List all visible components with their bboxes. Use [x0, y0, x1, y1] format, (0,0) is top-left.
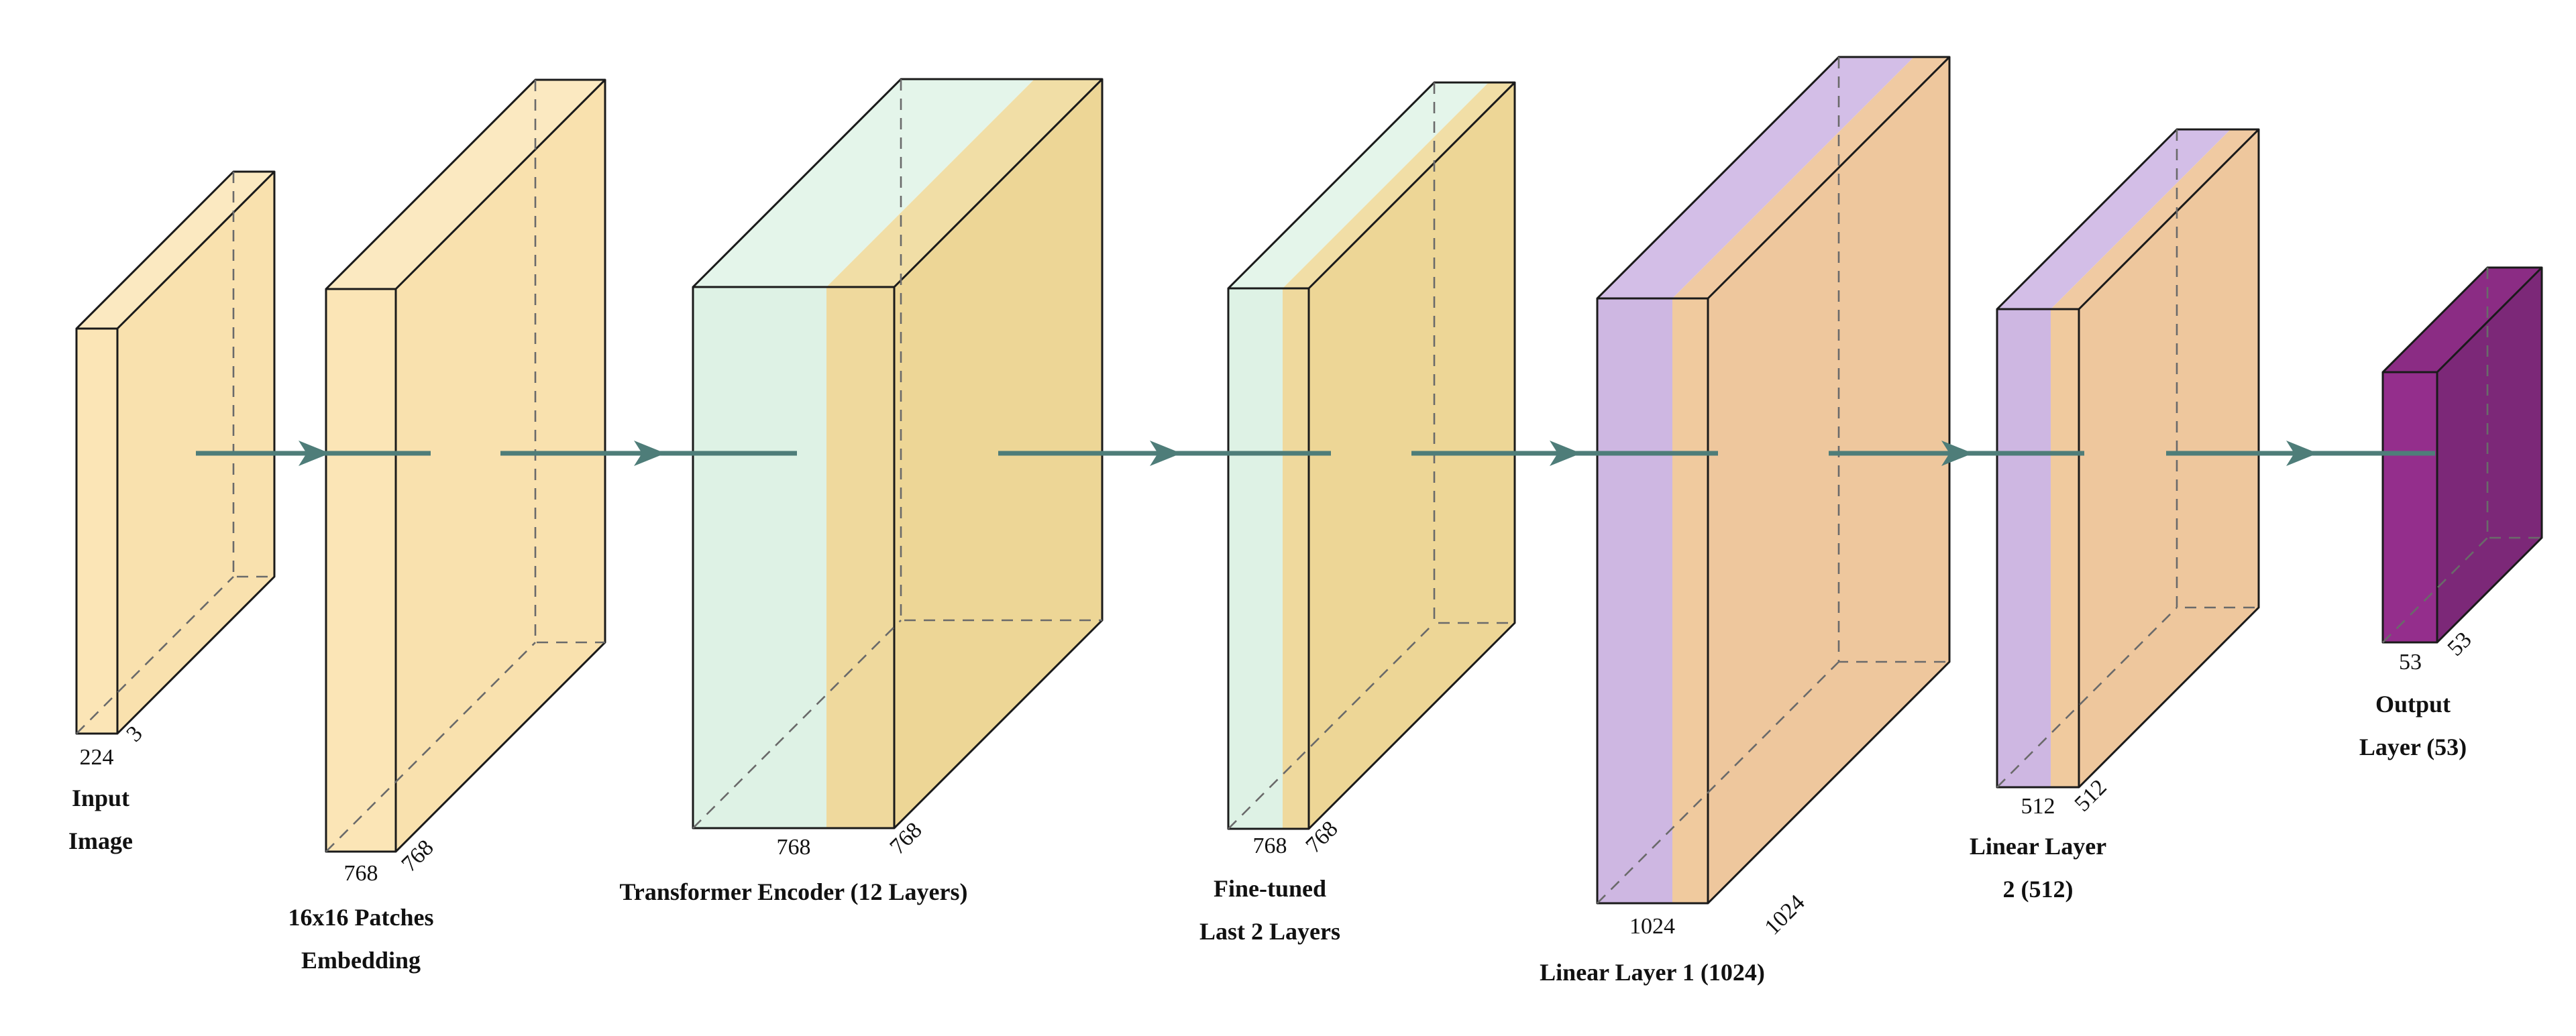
connection-3 — [1411, 441, 1718, 466]
width-dimension-label: 768 — [1253, 833, 1287, 858]
hidden-edge — [1996, 129, 2259, 788]
hidden-edge — [1597, 57, 1949, 904]
hidden-edge — [2382, 268, 2542, 643]
depth-dimension-label: 3 — [121, 721, 147, 746]
layer-top-face — [76, 172, 274, 329]
connection-2 — [998, 441, 1331, 466]
hidden-edge — [325, 80, 605, 852]
layer-front-face — [326, 289, 396, 852]
layer-outline — [1996, 128, 2260, 789]
layer-side-face — [2079, 129, 2259, 787]
layer-top-face — [826, 79, 1102, 287]
width-dimension-label: 53 — [2399, 650, 2422, 675]
layer-caption-line: Last 2 Layers — [1199, 918, 1340, 945]
flow-arrow-head — [634, 441, 665, 466]
layer-outline — [1227, 81, 1516, 830]
hidden-edge — [76, 172, 274, 734]
layer-top-face — [1228, 82, 1489, 288]
layer-caption-line: Transformer Encoder (12 Layers) — [620, 878, 968, 905]
layer-top-face — [1672, 57, 1949, 298]
layer-top-face — [693, 79, 1034, 287]
layer-caption-line: Layer (53) — [2359, 734, 2467, 760]
layer-front-face — [2383, 372, 2437, 642]
width-dimension-label: 512 — [2021, 794, 2055, 819]
width-dimension-label: 1024 — [1629, 914, 1675, 939]
layer-front-face — [76, 329, 117, 734]
connection-0 — [196, 441, 431, 466]
layer-front-face — [1283, 288, 1309, 829]
layer-front-face — [826, 287, 894, 828]
flow-arrow-head — [1941, 441, 1973, 466]
layer-top-face — [326, 80, 605, 289]
layer-side-face — [1708, 57, 1949, 903]
layer-front-face — [1597, 298, 1672, 903]
layer-side-face — [2437, 268, 2542, 642]
width-dimension-label: 768 — [344, 861, 378, 886]
layer-outline — [1596, 56, 1951, 905]
layer-outline — [2381, 266, 2543, 644]
layer-front-face — [1228, 288, 1283, 829]
layer-outline — [75, 170, 276, 735]
layer-front-face — [1997, 309, 2051, 787]
layer-top-face — [1997, 129, 2231, 309]
layer-front-face — [693, 287, 826, 828]
layer-caption-line: 2 (512) — [2003, 876, 2074, 903]
layer-caption-line: Linear Layer 1 (1024) — [1540, 959, 1765, 986]
layer-caption-line: Image — [68, 827, 133, 854]
layer-caption-line: Input — [72, 785, 129, 811]
layer-caption-line: 16x16 Patches — [288, 904, 434, 931]
layer-front-face — [2051, 309, 2079, 787]
connection-4 — [1829, 441, 2084, 466]
layer-caption-line: Output — [2375, 691, 2451, 717]
layer-caption-line: Fine-tuned — [1214, 875, 1326, 902]
layer-side-face — [396, 80, 605, 852]
connection-5 — [2166, 441, 2435, 466]
layer-front-face — [1672, 298, 1708, 903]
depth-dimension-label: 1024 — [1760, 890, 1809, 939]
flow-arrow-head — [299, 441, 330, 466]
layer-caption-line: Embedding — [301, 947, 421, 974]
connection-1 — [500, 441, 797, 466]
layer-top-face — [1283, 82, 1515, 288]
flow-arrow-head — [2286, 441, 2318, 466]
layer-top-face — [1597, 57, 1914, 298]
layer-caption-line: Linear Layer — [1970, 833, 2106, 860]
hidden-edge — [1228, 82, 1515, 829]
layer-top-face — [2051, 129, 2259, 309]
flow-arrow-head — [1550, 441, 1581, 466]
hidden-edge — [692, 79, 1102, 829]
width-dimension-label: 768 — [777, 835, 811, 860]
width-dimension-label: 224 — [80, 745, 114, 770]
flow-arrow-head — [1150, 441, 1181, 466]
layer-top-face — [2383, 268, 2542, 372]
